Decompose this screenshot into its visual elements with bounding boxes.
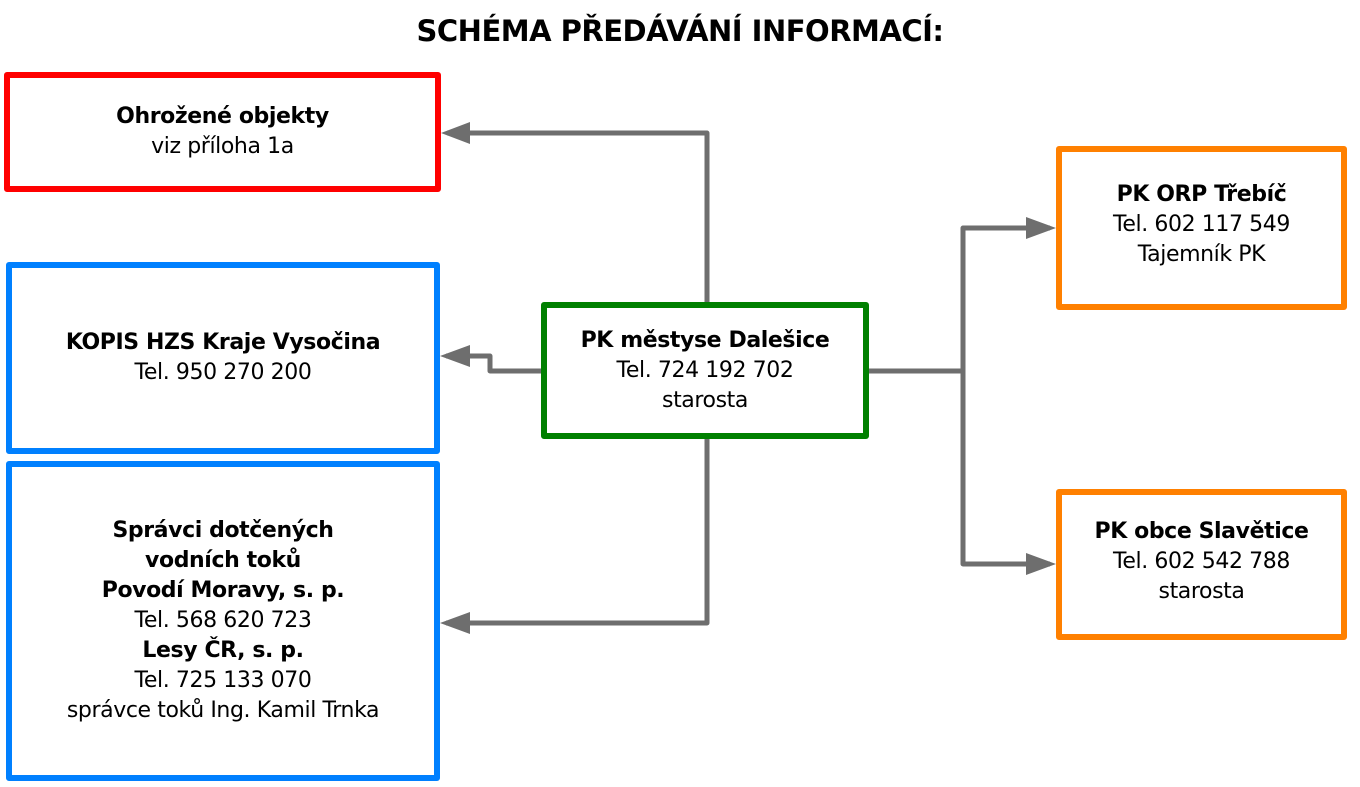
node-heading-line: Správci dotčených [112,518,334,543]
node-heading-line: Lesy ČR, s. p. [142,638,304,663]
node-detail-line: starosta [662,387,748,413]
arrowhead-water [440,612,470,634]
node-detail-line: Tel. 602 117 549 [1113,212,1290,237]
node-detail-line: správce toků Ing. Kamil Trnka [66,698,380,723]
arrowhead-kopis [440,345,470,367]
arrowhead-orp [1026,217,1056,239]
node-heading-line: KOPIS HZS Kraje Vysočina [65,330,381,355]
arrowhead-slavetice [1026,553,1056,575]
node-detail-line: Tel. 602 542 788 [1113,549,1290,574]
node-heading-line: PK obce Slavětice [1094,519,1309,544]
node-heading-line: vodních toků [145,548,301,573]
edge-center-threatened [447,130,710,302]
node-detail-line: Tel. 724 192 702 [616,357,794,383]
node-threatened-objects: Ohrožené objekty viz příloha 1a [4,72,441,192]
node-heading-line: Ohrožené objekty [116,104,329,129]
node-detail-line: starosta [1158,579,1245,604]
edge-center-water [446,439,710,626]
node-heading-line: PK městyse Dalešice [580,327,830,353]
node-detail-line: Tel. 725 133 070 [134,668,312,693]
node-detail-line: Tel. 950 270 200 [134,360,312,385]
node-heading-line: PK ORP Třebíč [1116,182,1287,207]
diagram-title: SCHÉMA PŘEDÁVÁNÍ INFORMACÍ: [416,14,945,48]
node-detail-line: viz příloha 1a [151,134,294,159]
node-detail-line: Tajemník PK [1137,242,1266,267]
edge-center-orp [960,225,1050,371]
node-heading-line: Povodí Moravy, s. p. [101,578,345,603]
edge-center-slavetice [960,371,1050,567]
arrowhead-threatened [441,122,470,144]
node-detail-line: Tel. 568 620 723 [134,608,312,633]
